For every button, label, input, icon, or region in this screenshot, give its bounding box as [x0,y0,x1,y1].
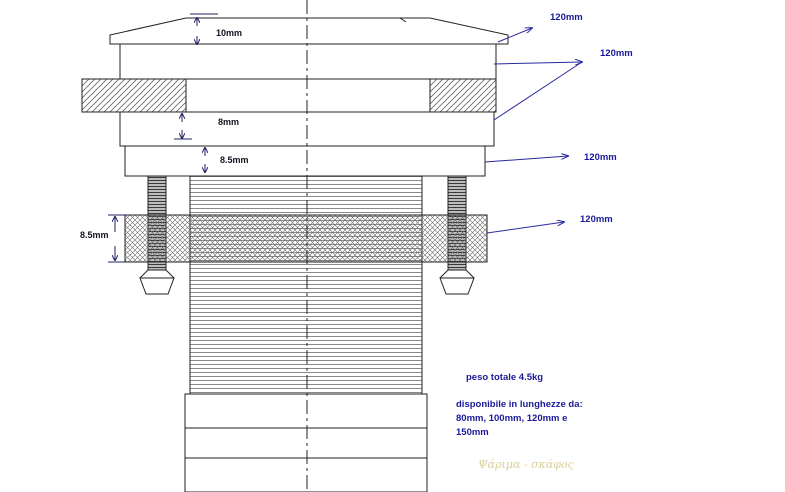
deck-section [81,78,497,113]
svg-text:10mm: 10mm [216,28,242,38]
callout-cap-width: 120mm [497,12,583,43]
dim-ring-gap: 8mm [174,114,239,140]
availability-line: 80mm, 100mm, 120mm e [456,413,567,424]
upper-ring [119,43,497,80]
dim-band-height: 8.5mm [80,214,125,263]
svg-text:8.5mm: 8.5mm [220,155,249,165]
cap [109,17,509,45]
availability-line: 150mm [456,427,489,438]
ribbed-body [184,175,428,492]
svg-text:120mm: 120mm [584,152,617,163]
callout-upper-width: 120mm [493,48,633,121]
signature: Ψάριμα - σκάφος [478,458,575,471]
svg-text:120mm: 120mm [600,48,633,59]
svg-text:120mm: 120mm [550,12,583,23]
flange [124,145,486,177]
svg-text:8mm: 8mm [218,117,239,127]
availability-note: disponibile in lunghezze da: 80mm, 100mm… [456,399,583,438]
svg-text:120mm: 120mm [580,214,613,225]
dim-cap-height: 10mm [190,13,242,44]
callout-flange-width: 120mm [484,152,617,163]
svg-text:8.5mm: 8.5mm [80,230,109,240]
availability-line: disponibile in lunghezze da: [456,399,583,410]
clamp-band [124,214,488,263]
dim-flange-height: 8.5mm [205,148,249,172]
callout-band-width: 120mm [486,214,613,234]
weight-note: peso totale 4.5kg [466,372,543,383]
